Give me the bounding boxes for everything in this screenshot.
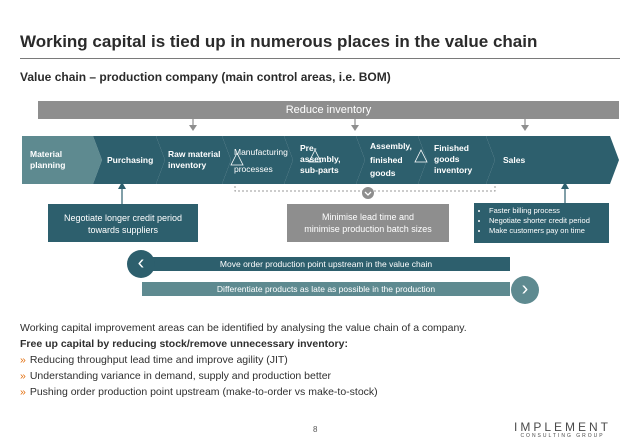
inventory-triangle-2 <box>308 149 322 163</box>
title-divider <box>20 58 620 59</box>
step-preassembly <box>284 136 365 184</box>
chevron-right-icon: › <box>511 276 539 304</box>
list-item: Negotiate shorter credit period <box>489 216 603 226</box>
list-item: »Reducing throughput lead time and impro… <box>20 354 288 366</box>
box-customer-actions: Faster billing process Negotiate shorter… <box>474 203 609 243</box>
step-sales <box>486 136 619 184</box>
label-preassembly: Pre-assembly,sub-parts <box>300 143 341 175</box>
step-material-planning <box>22 136 102 184</box>
band-move-upstream: Move order production point upstream in … <box>142 257 510 271</box>
inventory-triangle-1 <box>230 152 244 166</box>
label-sales: Sales <box>503 155 526 165</box>
chevron-left-icon: ‹ <box>127 250 155 278</box>
list-item: Faster billing process <box>489 206 603 216</box>
inventory-triangle-3 <box>414 149 428 163</box>
step-manufacturing <box>222 136 293 184</box>
bullet-marker-icon: » <box>20 354 26 366</box>
body-text: Working capital improvement areas can be… <box>20 320 620 400</box>
page-title: Working capital is tied up in numerous p… <box>20 32 538 51</box>
step-purchasing <box>93 136 165 184</box>
step-finished-goods <box>418 136 495 184</box>
bullet-marker-icon: » <box>20 370 26 382</box>
reduce-inventory-bar: Reduce inventory <box>38 101 619 119</box>
company-logo: IMPLEMENT CONSULTING GROUP <box>514 420 612 439</box>
bullet-marker-icon: » <box>20 386 26 398</box>
bracket-circle-icon <box>362 187 374 199</box>
list-item: Make customers pay on time <box>489 226 603 236</box>
intro-text: Working capital improvement areas can be… <box>20 322 467 334</box>
bold-heading: Free up capital by reducing stock/remove… <box>20 338 348 350</box>
step-raw-material <box>156 136 231 184</box>
page-number: 8 <box>313 425 318 434</box>
step-assembly <box>356 136 427 184</box>
band-differentiate-late: Differentiate products as late as possib… <box>142 282 510 296</box>
list-item: »Pushing order production point upstream… <box>20 386 378 398</box>
value-chain-diagram <box>22 119 619 204</box>
list-item: »Understanding variance in demand, suppl… <box>20 370 332 382</box>
chain-steps <box>22 136 619 184</box>
page-subtitle: Value chain – production company (main c… <box>20 70 391 84</box>
label-purchasing: Purchasing <box>107 155 154 165</box>
